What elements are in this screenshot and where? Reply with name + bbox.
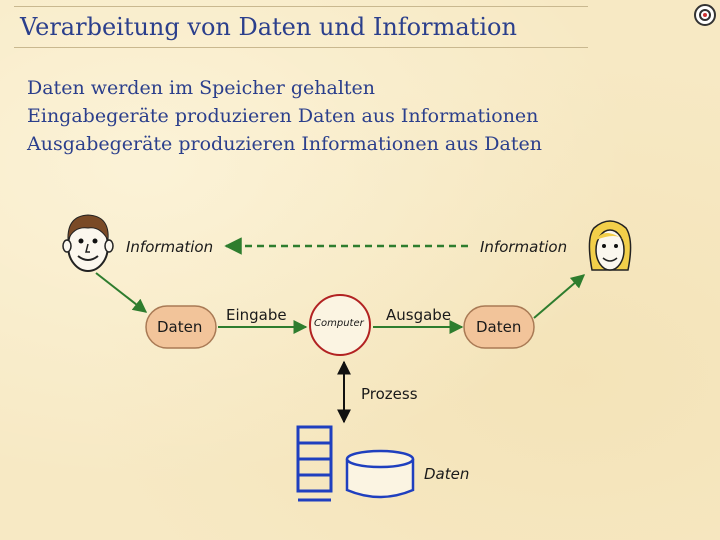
prozess-label: Prozess xyxy=(361,385,418,403)
drive-stack-icon xyxy=(296,425,333,502)
computer-circle xyxy=(309,294,371,356)
arrow-daten-to-info xyxy=(533,274,586,319)
bullet-item: Ausgabegeräte produzieren Informationen … xyxy=(27,133,542,155)
bullet-list: Daten werden im Speicher gehalten Eingab… xyxy=(27,74,542,158)
eingabe-label: Eingabe xyxy=(226,306,287,324)
daten-bubble-left xyxy=(145,305,217,349)
bullet-item: Eingabegeräte produzieren Daten aus Info… xyxy=(27,105,539,127)
daten-left-label: Daten xyxy=(157,318,203,336)
slide-title: Verarbeitung von Daten und Information xyxy=(20,13,517,41)
information-left-label: Information xyxy=(126,238,214,256)
information-right-label: Information xyxy=(480,238,568,256)
navigation-target-icon[interactable] xyxy=(692,2,718,28)
computer-label: Computer xyxy=(314,318,364,329)
bullet-item: Daten werden im Speicher gehalten xyxy=(27,77,376,99)
woman-face-icon xyxy=(588,220,632,271)
database-cylinder-icon xyxy=(345,449,415,499)
ausgabe-label: Ausgabe xyxy=(386,306,452,324)
man-face-icon xyxy=(62,214,114,272)
daten-right-label: Daten xyxy=(476,318,522,336)
daten-bubble-right xyxy=(463,305,535,349)
title-bar: Verarbeitung von Daten und Information xyxy=(14,6,588,48)
daten-storage-label: Daten xyxy=(424,465,470,483)
arrow-info-to-daten xyxy=(95,272,148,313)
